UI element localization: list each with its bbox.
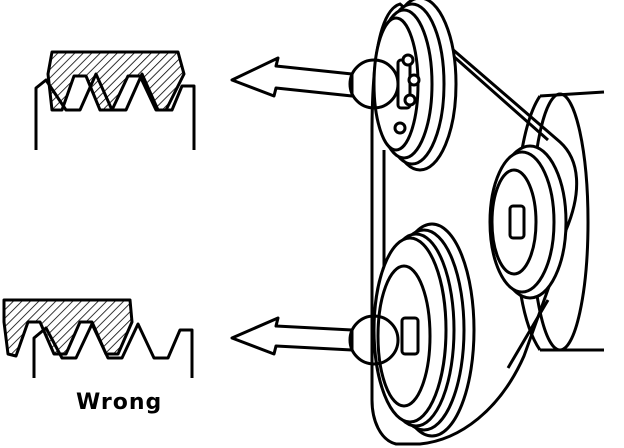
lower-pulley [372,222,476,438]
top-arrow [230,56,354,98]
bottom-arrow [230,316,354,356]
bottom-magnifier [348,314,400,366]
wrong-fit-detail [2,298,194,378]
correct-fit-detail [34,50,196,150]
correct-belt-section [46,50,186,112]
upper-pulley [372,0,458,172]
magnifier-circles [348,58,400,366]
idler-pulley [488,144,568,300]
wrong-belt-section [2,298,134,358]
wrong-label: Wrong [76,390,163,415]
top-magnifier [348,58,400,110]
pulley-assembly [370,0,605,446]
